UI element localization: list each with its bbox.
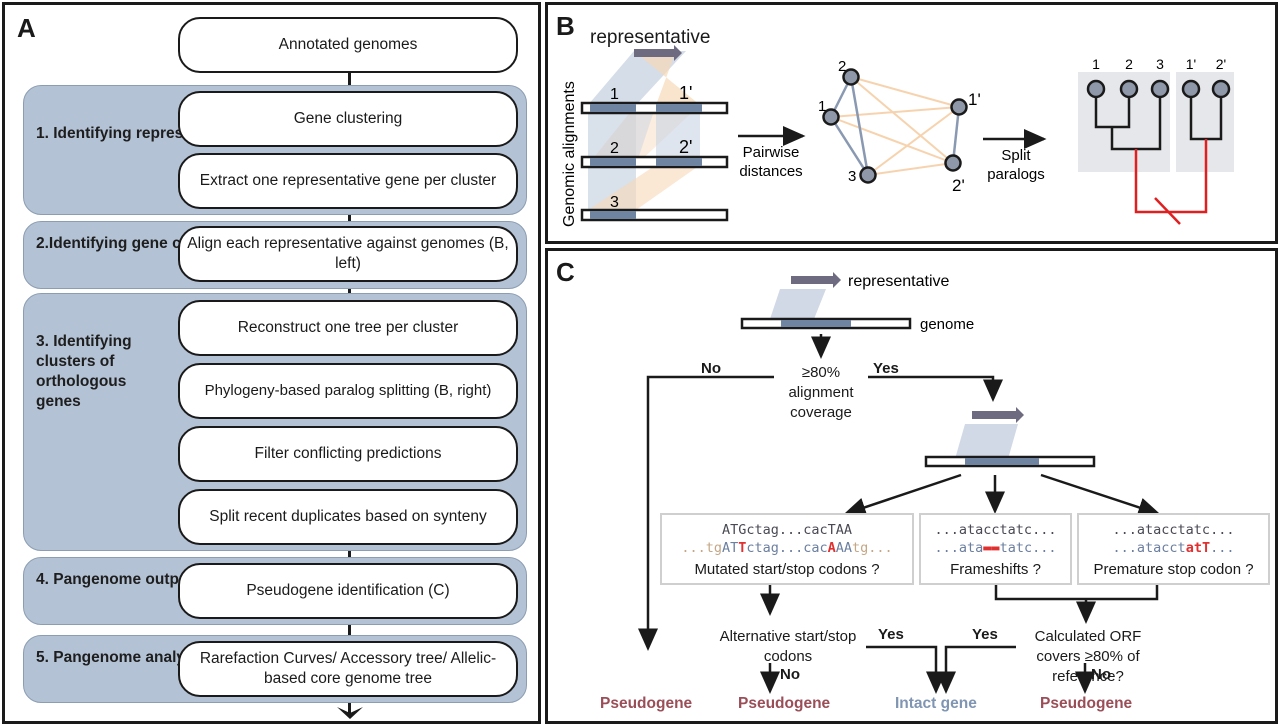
panel-a-workflow: A Annotated genomes 1. Identifying repre…: [2, 2, 541, 724]
yes-label-3: Yes: [972, 626, 998, 643]
alignment-shading: [770, 289, 826, 319]
y-axis-label: Genomic alignments: [561, 81, 578, 227]
genome-label: genome: [920, 316, 974, 333]
seq-mutated: ...tgATTctag...cacAAAtg...: [681, 540, 893, 556]
representative-arrow-2: [972, 411, 1016, 419]
aligned-region-2: [965, 458, 1039, 465]
yes-orf-line: [936, 645, 1016, 694]
no-label-2: No: [780, 666, 800, 683]
yes-label-2: Yes: [878, 626, 904, 643]
step-pangenome-analysis: Rarefaction Curves/ Accessory tree/ Alle…: [178, 641, 518, 697]
merge-bracket: [994, 583, 1159, 601]
hit-label-3: 3: [610, 194, 619, 211]
seq-premature: ...atacctatT...: [1112, 540, 1235, 556]
yes-branch-line: [868, 375, 1003, 402]
leaf-label-1p: 1': [1186, 56, 1196, 72]
yes-label-1: Yes: [873, 360, 899, 377]
node-1: [822, 108, 840, 126]
orf-coverage-decision: Calculated ORF covers ≥80% of reference?: [1034, 628, 1142, 685]
blue-edges: [829, 76, 961, 176]
mutated-codons-box: ATGctag...cacTAA ...tgATTctag...cacAAAtg…: [660, 513, 914, 585]
outcome-pseudogene-3: Pseudogene: [1040, 695, 1133, 712]
leaf-label-2p: 2': [1216, 56, 1226, 72]
pairwise-label-1: Pairwise: [743, 144, 800, 161]
panel-c-pseudogene: C representative genome: [545, 248, 1278, 724]
seq-reference: ...atacctatc...: [934, 522, 1057, 538]
leaf-label-1: 1: [1092, 56, 1100, 72]
outcome-intact-gene: Intact gene: [895, 695, 977, 712]
arrow-to-premature: [1040, 473, 1161, 518]
no-label-3: No: [1091, 666, 1111, 683]
graph-label-2: 2: [838, 58, 846, 75]
arrow-head-icon: [674, 45, 682, 61]
split-label-1: Split: [1001, 147, 1031, 164]
mutated-caption: Mutated start/stop codons ?: [694, 561, 880, 578]
hit-label-2p: 2': [679, 137, 692, 157]
step-annotated-genomes: Annotated genomes: [178, 17, 518, 73]
step-filter-conflicting: Filter conflicting predictions: [178, 426, 518, 482]
outcome-pseudogene-1: Pseudogene: [600, 695, 693, 712]
panel-b-graphic: representative 1 1' 2 2' 3 Genomic align…: [561, 27, 1234, 227]
alignment-shading-2: [955, 424, 1018, 459]
arrow-to-mutated: [843, 473, 962, 517]
leaf-label-3: 3: [1156, 56, 1164, 72]
panel-a-label: A: [17, 13, 36, 43]
no-branch-line: [638, 375, 774, 651]
seq-reference: ATGctag...cacTAA: [721, 522, 853, 538]
arrow-head-icon: [1016, 407, 1024, 423]
graph-label-1p: 1': [968, 90, 981, 109]
tree-leaves: [1086, 79, 1231, 99]
step-align-representative: Align each representative against genome…: [178, 226, 518, 282]
graph-label-3: 3: [848, 168, 856, 185]
leaf-label-2: 2: [1125, 56, 1133, 72]
coverage-decision: ≥80% alignment coverage: [788, 364, 854, 421]
representative-label: representative: [848, 273, 949, 290]
stage-5-label: 5. Pangenome analysis: [36, 649, 207, 666]
graph-label-1: 1: [818, 98, 826, 115]
aligned-region: [781, 320, 851, 327]
representative-arrow: [791, 276, 833, 284]
step-reconstruct-tree: Reconstruct one tree per cluster: [178, 300, 518, 356]
yes-alt-line: [866, 645, 946, 694]
panel-c-label: C: [556, 257, 575, 287]
step-pseudogene-identification: Pseudogene identification (C): [178, 563, 518, 619]
alternative-codons-decision: Alternative start/stop codons: [719, 628, 857, 665]
no-label-1: No: [701, 360, 721, 377]
step-paralog-splitting: Phylogeny-based paralog splitting (B, ri…: [178, 363, 518, 419]
stage-4-label: 4. Pangenome outputs: [36, 571, 203, 588]
graph-nodes: [822, 68, 968, 184]
alignment-links: [588, 51, 700, 210]
hit-label-2: 2: [610, 140, 619, 157]
node-1p: [950, 98, 968, 116]
premature-caption: Premature stop codon ?: [1093, 561, 1254, 578]
representative-label: representative: [590, 27, 710, 48]
frameshift-caption: Frameshifts ?: [950, 561, 1041, 578]
down-arrow-icon: [337, 707, 363, 719]
step-gene-clustering: Gene clustering: [178, 91, 518, 147]
seq-frameshift: ...ata▬▬tatc...: [934, 540, 1057, 556]
paralog-split-branch: [1134, 139, 1208, 225]
frameshift-box: ...atacctatc... ...ata▬▬tatc... Frameshi…: [919, 513, 1072, 585]
outcome-pseudogene-2: Pseudogene: [738, 695, 831, 712]
step-split-duplicates: Split recent duplicates based on synteny: [178, 489, 518, 545]
panel-b-label: B: [556, 11, 575, 41]
hit-label-1: 1: [610, 86, 619, 103]
hit-label-1p: 1': [679, 83, 692, 103]
split-label-2: paralogs: [987, 166, 1045, 183]
node-3: [859, 166, 877, 184]
genome-bars: [580, 101, 729, 222]
representative-arrow: [634, 49, 674, 57]
pairwise-label-2: distances: [739, 163, 802, 180]
graph-label-2p: 2': [952, 176, 965, 195]
seq-reference: ...atacctatc...: [1112, 522, 1235, 538]
panel-c-graphic: representative genome: [638, 272, 1161, 694]
premature-stop-box: ...atacctatc... ...atacctatT... Prematur…: [1077, 513, 1270, 585]
orange-edges: [830, 76, 960, 176]
panel-b-alignments: B representative 1: [545, 2, 1278, 244]
arrow-head-icon: [833, 272, 841, 288]
node-2p: [944, 154, 962, 172]
node-2: [842, 68, 860, 86]
stage-3-label: 3. Identifying clusters of orthologous g…: [36, 333, 132, 410]
step-extract-representative: Extract one representative gene per clus…: [178, 153, 518, 209]
